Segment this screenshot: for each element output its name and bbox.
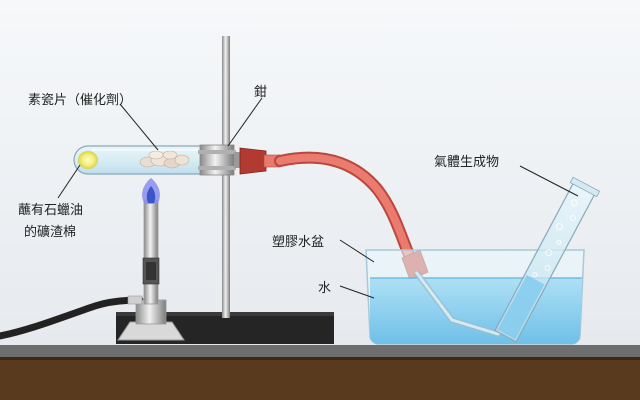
collection-test-tube (494, 176, 601, 343)
reaction-test-tube (73, 145, 213, 175)
rubber-stopper (239, 147, 267, 175)
bunsen-burner (117, 199, 185, 341)
label-water: 水 (318, 281, 331, 296)
label-cotton-2: 的礦渣棉 (24, 224, 76, 240)
lab-bench (0, 345, 640, 400)
label-cotton: 蘸有石蠟油 (18, 203, 83, 218)
leader-lines (57, 97, 579, 299)
flame (142, 178, 160, 204)
label-basin: 塑膠水盆 (272, 235, 324, 250)
label-porcelain: 素瓷片（催化劑） (28, 92, 132, 108)
paraffin-cotton (78, 151, 98, 169)
gas-bubbles (532, 199, 578, 278)
gas-hose (0, 296, 144, 340)
water (370, 278, 582, 344)
label-clamp: 鉗 (254, 84, 267, 100)
label-gas: 氣體生成物 (434, 155, 499, 170)
porcelain-chips (139, 150, 190, 169)
